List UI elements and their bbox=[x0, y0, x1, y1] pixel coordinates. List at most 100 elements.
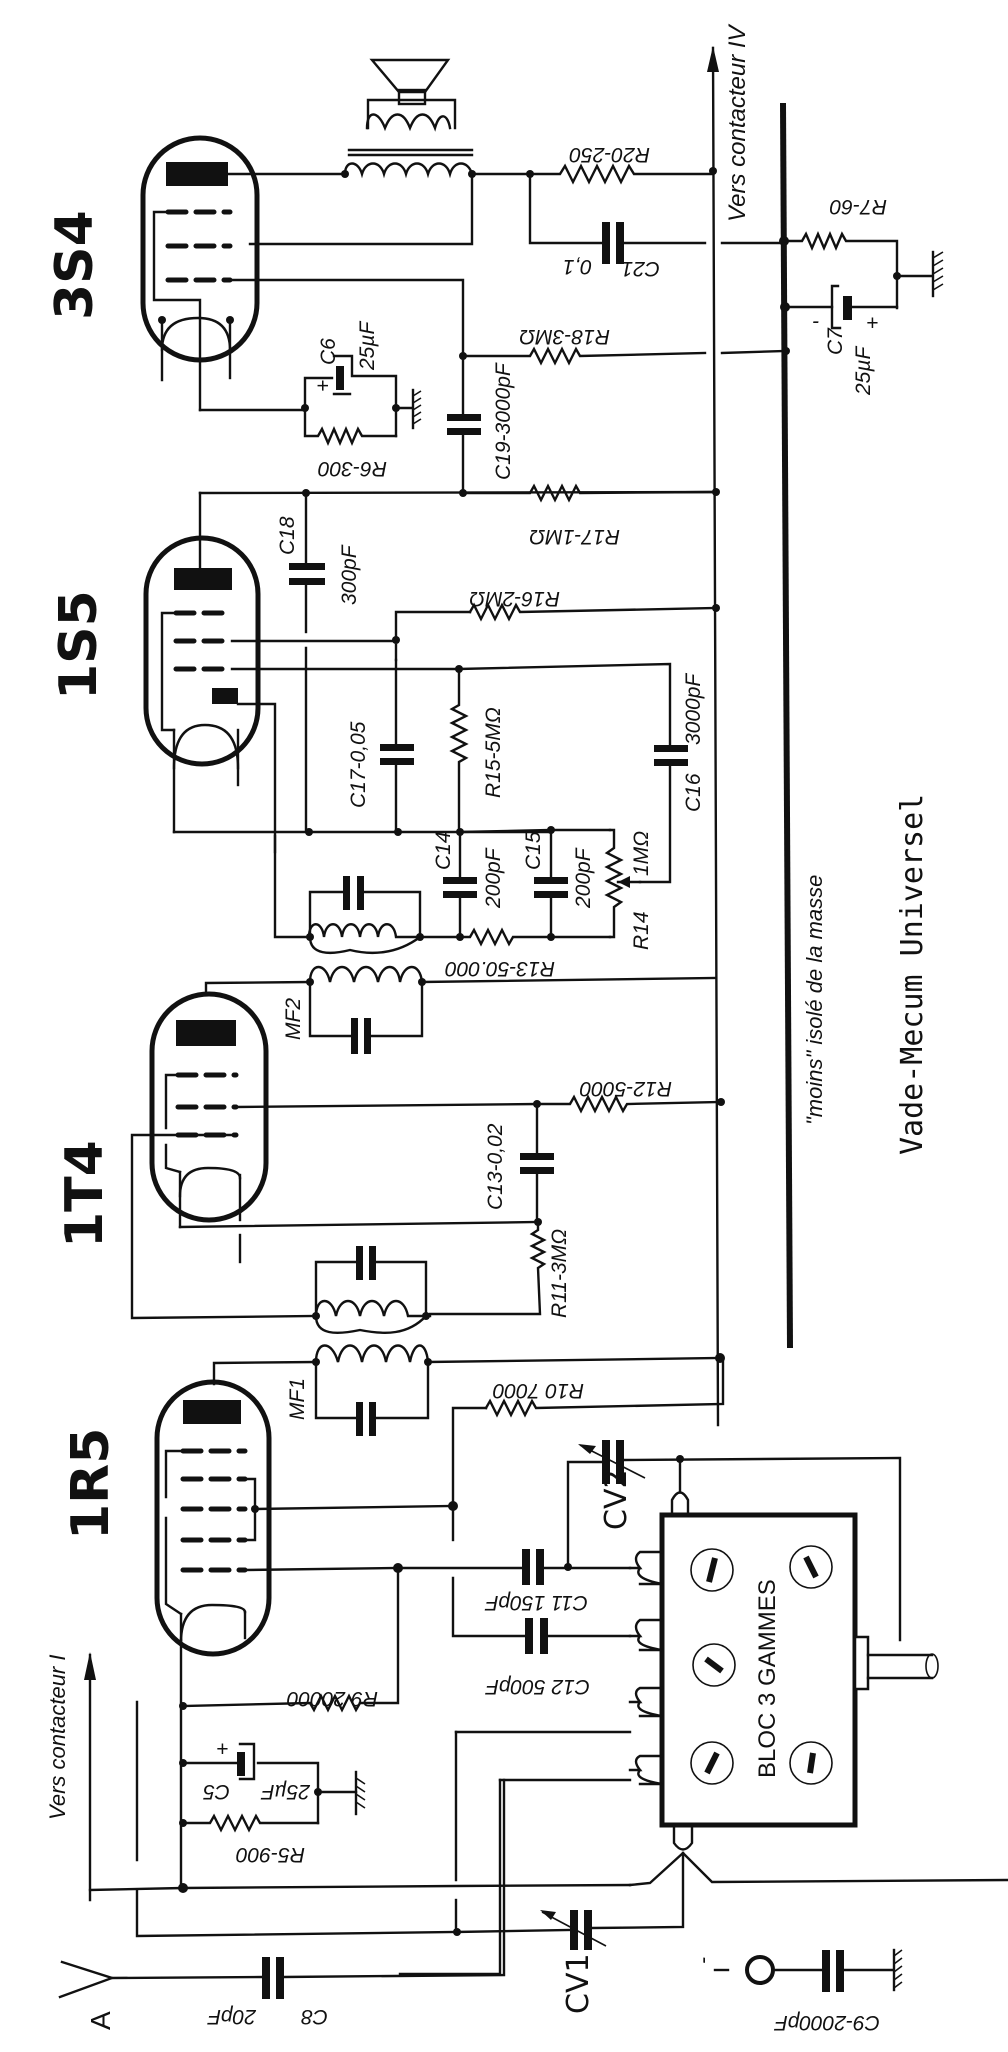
terminal-icon bbox=[713, 1955, 775, 1985]
resistor-r5 bbox=[181, 1813, 320, 1833]
block-label: BLOC 3 GAMMES bbox=[754, 1579, 781, 1778]
label-r14-value: 1MΩ bbox=[630, 831, 653, 876]
tube-3s4 bbox=[140, 135, 260, 412]
c7-minus: - bbox=[812, 310, 819, 333]
speaker-icon bbox=[369, 58, 451, 106]
label-c13: C13-0,02 bbox=[484, 1123, 507, 1210]
resistor-r10 bbox=[484, 1356, 725, 1418]
ground-icon bbox=[411, 388, 422, 430]
mf1-secondary bbox=[314, 1246, 432, 1335]
capacitor-c11 bbox=[522, 1549, 544, 1585]
c7-plus: + bbox=[866, 312, 878, 335]
label-c12: C12 500pF bbox=[485, 1675, 590, 1698]
resistor-r12 bbox=[535, 1094, 723, 1114]
mf2-secondary bbox=[307, 876, 422, 955]
label-r10: R10 7000 bbox=[493, 1379, 584, 1402]
label-r15: R15-5MΩ bbox=[482, 707, 505, 798]
resistor-r18 bbox=[461, 346, 707, 366]
capacitor-c14 bbox=[443, 830, 477, 939]
capacitor-c15 bbox=[534, 828, 568, 939]
label-c5-name: C5 bbox=[203, 1780, 230, 1803]
label-c17: C17-0,05 bbox=[347, 721, 370, 808]
antenna-label: A bbox=[85, 2011, 116, 2030]
resistor-r7 bbox=[782, 230, 899, 310]
capacitor-c9 bbox=[822, 1950, 844, 1992]
label-c15-value: 200pF bbox=[572, 847, 595, 909]
label-c7-value: 25µF bbox=[852, 346, 875, 396]
capacitor-c18 bbox=[289, 491, 325, 832]
capacitor-c6 bbox=[303, 354, 398, 438]
label-c16-value: 3000pF bbox=[682, 673, 705, 745]
label-mf1: MF1 bbox=[286, 1378, 309, 1420]
label-r6: R6-300 bbox=[318, 457, 387, 480]
label-c15-name: C15 bbox=[522, 831, 545, 870]
ht-rail bbox=[707, 46, 720, 1427]
label-c6-value: 25µF bbox=[356, 321, 379, 371]
capacitor-c17 bbox=[380, 658, 414, 834]
masse-annotation: "moins" isolé de la masse bbox=[802, 875, 827, 1125]
label-r17: R17-1MΩ bbox=[529, 525, 620, 548]
label-c21-name: C21 bbox=[621, 257, 660, 280]
tube-label-1r5: 1R5 bbox=[61, 1428, 121, 1540]
capacitor-c5 bbox=[181, 1742, 320, 1825]
output-transformer bbox=[226, 98, 476, 246]
resistor-r17 bbox=[461, 483, 718, 503]
tube-1s5 bbox=[143, 535, 261, 834]
label-r12: R12-5000 bbox=[579, 1077, 672, 1100]
label-c7-name: C7 bbox=[824, 327, 847, 355]
ground-icon bbox=[931, 250, 944, 298]
label-r13: R13-50.000 bbox=[445, 957, 555, 980]
label-c14-name: C14 bbox=[432, 831, 455, 870]
resistor-r9 bbox=[181, 1693, 362, 1713]
resistor-r6 bbox=[303, 406, 398, 447]
mf1-primary bbox=[314, 1344, 430, 1436]
terminal-minus-label: - bbox=[692, 1957, 715, 1964]
capacitor-c21 bbox=[602, 222, 624, 264]
label-c14-value: 200pF bbox=[482, 847, 505, 909]
label-c19: C19-3000pF bbox=[492, 362, 515, 480]
tube-label-1t4: 1T4 bbox=[55, 1140, 115, 1248]
antenna-icon bbox=[58, 1960, 116, 1999]
variable-capacitor-cv2 bbox=[578, 1440, 646, 1484]
capacitor-c13 bbox=[520, 1102, 554, 1224]
label-cv2: CV2 bbox=[599, 1469, 634, 1530]
label-r5: R5-900 bbox=[236, 1843, 305, 1866]
variable-capacitor-cv1 bbox=[540, 1910, 607, 1950]
resistor-r16 bbox=[468, 602, 718, 622]
potentiometer-r14 bbox=[604, 828, 642, 939]
negative-bus bbox=[780, 102, 793, 1349]
arrow-bottom-label: Vers contacteur I bbox=[45, 1655, 70, 1820]
label-r9: R9 20000 bbox=[287, 1687, 378, 1710]
label-r14-name: R14 bbox=[630, 911, 653, 950]
label-c8-value: 20pF bbox=[207, 2005, 257, 2028]
c5-plus: + bbox=[216, 1738, 228, 1761]
resistor-r15 bbox=[449, 667, 469, 834]
label-r16: R16-2MΩ bbox=[469, 587, 560, 610]
label-mf2: MF2 bbox=[282, 998, 305, 1040]
label-r11: R11-3MΩ bbox=[548, 1229, 571, 1318]
document-title: Vade-Mecum Universel bbox=[895, 794, 930, 1155]
tube-1t4 bbox=[149, 991, 269, 1264]
tube-1r5 bbox=[154, 1379, 272, 1657]
tube-label-3s4: 3S4 bbox=[45, 210, 105, 320]
label-c16-name: C16 bbox=[682, 773, 705, 812]
capacitor-c12 bbox=[525, 1618, 548, 1654]
label-r7: R7-60 bbox=[829, 195, 887, 218]
label-c18-value: 300pF bbox=[338, 544, 361, 605]
capacitor-c7 bbox=[830, 284, 852, 330]
c6-plus: + bbox=[312, 380, 335, 392]
capacitor-c8 bbox=[262, 1957, 284, 1999]
label-c21-value: 0,1 bbox=[563, 255, 592, 278]
ground-icon bbox=[892, 1948, 903, 1992]
capacitor-c16 bbox=[638, 745, 688, 884]
capacitor-c19 bbox=[447, 354, 481, 495]
ground-icon bbox=[354, 1770, 366, 1816]
label-cv1: CV1 bbox=[561, 1953, 596, 2014]
arrow-contacteur-i bbox=[84, 1652, 96, 1902]
tube-label-1s5: 1S5 bbox=[49, 590, 109, 700]
resistor-r13 bbox=[418, 927, 612, 947]
label-c8-name: C8 bbox=[301, 2005, 328, 2028]
label-c11: C11 150pF bbox=[484, 1591, 588, 1614]
arrow-top-label: Vers contacteur IV bbox=[724, 23, 751, 222]
